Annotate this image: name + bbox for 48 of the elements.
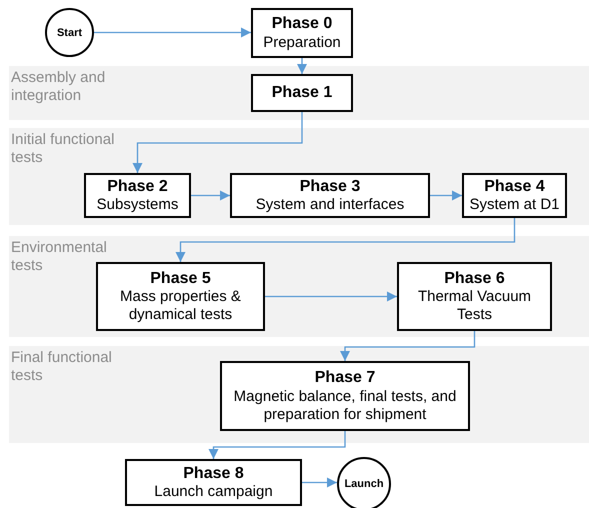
terminal-circle xyxy=(337,457,391,508)
phase-description: Thermal Vacuum Tests xyxy=(416,288,532,324)
arrow xyxy=(265,292,397,302)
phase-title: Phase 5 xyxy=(150,268,211,288)
phase-box xyxy=(251,74,353,112)
phase-description: System and interfaces xyxy=(256,196,404,214)
stage-label: Assembly and integration xyxy=(11,69,106,105)
arrow xyxy=(340,331,476,361)
phase-description: Launch campaign xyxy=(154,483,273,502)
arrow xyxy=(297,58,307,74)
stage-band xyxy=(9,66,589,120)
phase-box xyxy=(251,8,353,58)
stage-label: Initial functional tests xyxy=(11,131,116,167)
terminal-label: Launch xyxy=(344,478,384,490)
terminal-circle xyxy=(45,8,94,57)
phase-description: System at D1 xyxy=(469,196,560,214)
arrow xyxy=(191,190,230,200)
arrow xyxy=(132,112,303,173)
arrow xyxy=(176,218,516,262)
phase-box xyxy=(220,361,470,431)
arrow xyxy=(430,190,462,200)
terminal-label: Start xyxy=(56,26,82,38)
phase-title: Phase 8 xyxy=(183,464,244,484)
phase-description: Mass properties & dynamical tests xyxy=(119,288,242,324)
phase-title: Phase 0 xyxy=(272,14,332,34)
phase-box xyxy=(84,173,191,218)
stage-band xyxy=(9,346,589,443)
phase-title: Phase 2 xyxy=(107,176,168,196)
stage-band xyxy=(9,128,589,225)
phase-title: Phase 3 xyxy=(300,176,360,196)
phase-description: Preparation xyxy=(263,34,341,52)
phase-description: Subsystems xyxy=(96,196,178,214)
phase-title: Phase 1 xyxy=(272,83,332,103)
arrow xyxy=(94,28,251,38)
phase-box xyxy=(230,173,430,218)
phase-box xyxy=(397,262,552,331)
phase-title: Phase 6 xyxy=(444,268,505,288)
phase-title: Phase 7 xyxy=(314,368,376,388)
arrow xyxy=(302,478,337,488)
stage-label: Environmental tests xyxy=(11,239,108,275)
arrow xyxy=(208,431,346,459)
phase-title: Phase 4 xyxy=(484,176,545,196)
phase-box xyxy=(125,459,302,506)
phase-description: Magnetic balance, final tests, and preparation for shipment xyxy=(232,388,458,424)
stage-band xyxy=(9,236,589,337)
phase-box xyxy=(96,262,265,331)
phase-box xyxy=(462,173,567,218)
stage-label: Final functional tests xyxy=(11,349,113,385)
